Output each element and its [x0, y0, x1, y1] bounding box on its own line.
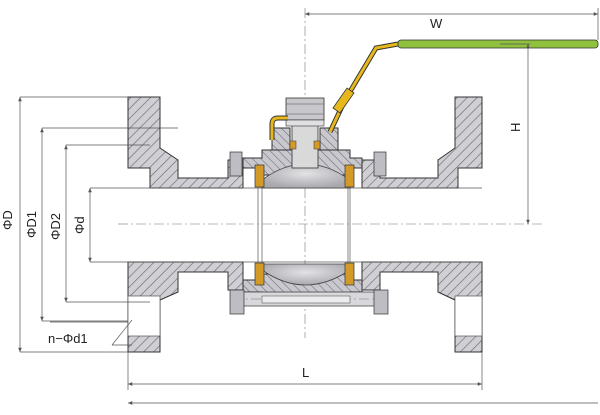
bolt-hole-callout: n−Φd1: [48, 319, 133, 346]
label-bolt-holes: n−Φd1: [48, 331, 88, 346]
dimension-phi-d2: ΦD2: [48, 144, 150, 303]
dimension-h: H: [500, 43, 530, 224]
dimension-l: L: [127, 352, 598, 405]
body-bolts: [229, 151, 389, 315]
dimension-phi-d: ΦD: [0, 96, 128, 353]
ball: [261, 163, 351, 286]
label-w: W: [430, 16, 443, 31]
stem-assembly: [271, 97, 339, 169]
label-phi-d1: ΦD1: [24, 211, 39, 238]
dimension-phi-d1: ΦD1: [24, 127, 178, 322]
left-flange: [127, 96, 244, 353]
label-l: L: [302, 365, 309, 380]
label-h: H: [508, 123, 523, 132]
label-phi-small-d: Φd: [72, 216, 87, 234]
label-phi-d: ΦD: [0, 210, 15, 230]
handle: [269, 39, 599, 140]
dimension-phi-small-d: Φd: [72, 187, 128, 263]
dimension-w: W: [305, 8, 599, 40]
right-flange: [361, 96, 483, 353]
label-phi-d2: ΦD2: [48, 213, 63, 240]
valve-seats: [254, 164, 355, 286]
